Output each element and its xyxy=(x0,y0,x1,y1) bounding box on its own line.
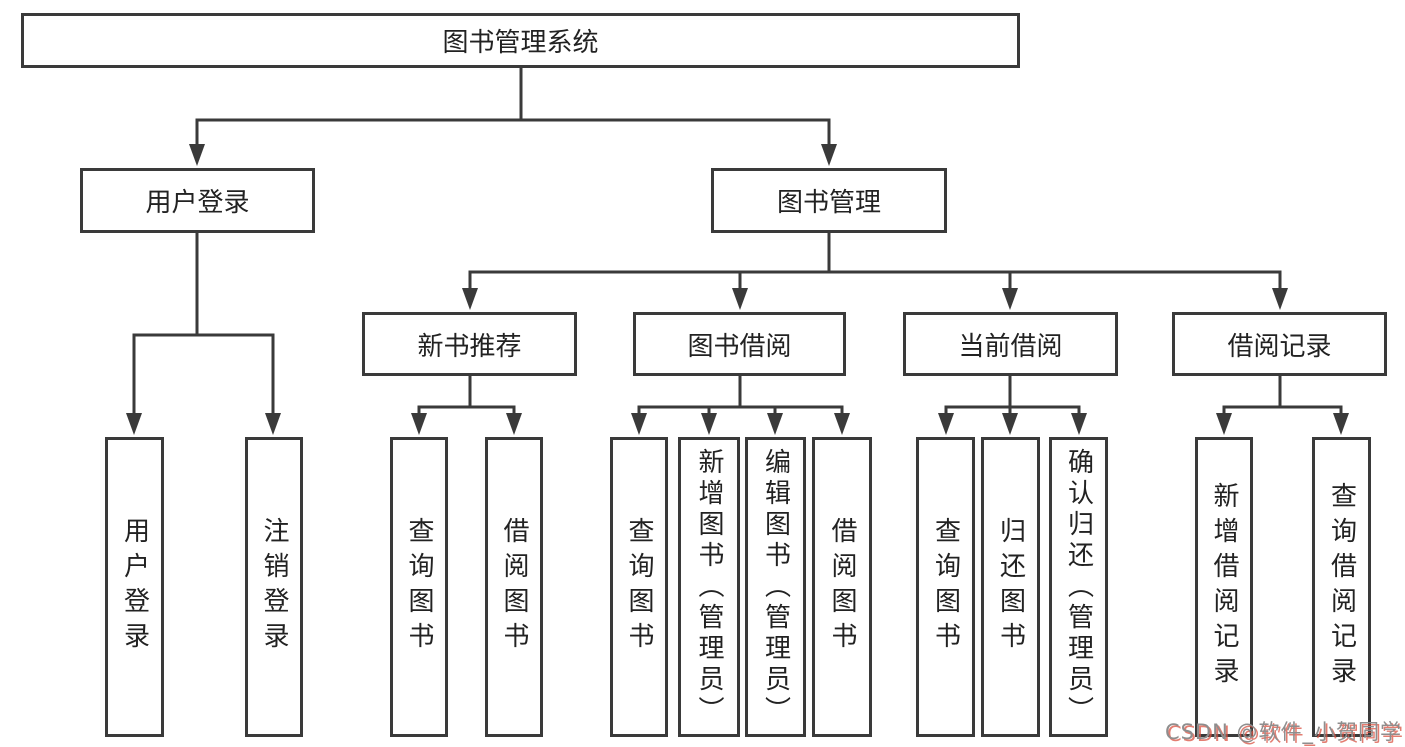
node-current-borrow: 当前借阅 xyxy=(903,312,1118,376)
node-new-book-recommend: 新书推荐 xyxy=(362,312,577,376)
leaf-query-books-current: 查询图书 xyxy=(916,437,975,737)
leaf-query-books-recommend-label: 查询图书 xyxy=(404,517,434,657)
leaf-edit-book-admin-label: 编辑图书（管理员） xyxy=(760,447,791,727)
node-user-login: 用户登录 xyxy=(80,168,315,233)
leaf-borrow-books-label: 借阅图书 xyxy=(827,517,857,657)
node-borrow-records: 借阅记录 xyxy=(1172,312,1387,376)
leaf-query-books-recommend: 查询图书 xyxy=(390,437,448,737)
leaf-user-login: 用户登录 xyxy=(105,437,164,737)
connector-borrow-record-children xyxy=(1216,374,1349,435)
leaf-edit-book-admin: 编辑图书（管理员） xyxy=(745,437,806,737)
node-book-management: 图书管理 xyxy=(711,168,947,233)
leaf-borrow-books-recommend-label: 借阅图书 xyxy=(499,517,529,657)
leaf-add-borrow-record-label: 新增借阅记录 xyxy=(1209,482,1239,692)
leaf-query-books-borrow: 查询图书 xyxy=(610,437,668,737)
leaf-return-book-label: 归还图书 xyxy=(995,517,1026,657)
connector-book-borrow-children xyxy=(631,374,850,435)
connector-current-borrow-children xyxy=(938,374,1087,435)
leaf-add-borrow-record: 新增借阅记录 xyxy=(1195,437,1253,737)
leaf-add-book-admin: 新增图书（管理员） xyxy=(678,437,740,737)
leaf-logout: 注销登录 xyxy=(245,437,303,737)
leaf-query-borrow-record-label: 查询借阅记录 xyxy=(1326,482,1357,692)
leaf-user-login-label: 用户登录 xyxy=(119,517,150,657)
connector-new-book-children xyxy=(411,374,522,435)
leaf-query-books-borrow-label: 查询图书 xyxy=(624,517,654,657)
leaf-confirm-return-admin: 确认归还（管理员） xyxy=(1049,437,1108,737)
leaf-return-book: 归还图书 xyxy=(981,437,1040,737)
leaf-query-borrow-record: 查询借阅记录 xyxy=(1312,437,1371,737)
connector-book-management-children xyxy=(462,231,1288,310)
connector-user-login-children xyxy=(126,231,281,435)
leaf-logout-label: 注销登录 xyxy=(259,517,289,657)
connector-root-children xyxy=(189,66,837,166)
leaf-borrow-books-recommend: 借阅图书 xyxy=(485,437,543,737)
leaf-query-books-current-label: 查询图书 xyxy=(930,517,961,657)
watermark: CSDN @软件_小贺同学 xyxy=(1164,720,1402,744)
leaf-confirm-return-admin-label: 确认归还（管理员） xyxy=(1063,447,1094,727)
node-root: 图书管理系统 xyxy=(21,13,1020,68)
node-book-borrow: 图书借阅 xyxy=(633,312,846,376)
leaf-borrow-books: 借阅图书 xyxy=(812,437,872,737)
leaf-add-book-admin-label: 新增图书（管理员） xyxy=(694,447,724,727)
